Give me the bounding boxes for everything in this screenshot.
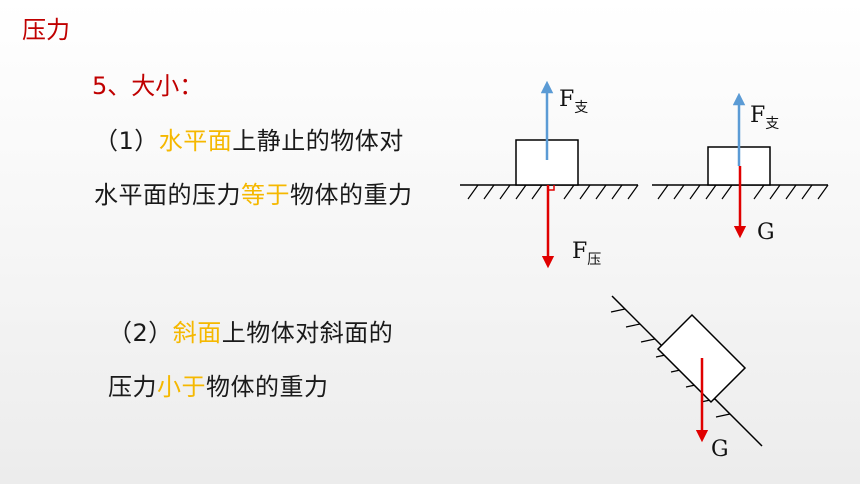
pressure-force-label: F压: [572, 239, 601, 268]
point-2-suffix: 物体的重力: [206, 373, 329, 401]
point-2-highlight-surface: 斜面: [172, 319, 222, 347]
point-1-mid: 上静止的物体对水平面的压力: [94, 127, 404, 209]
ground-hatching: [657, 184, 829, 200]
diagram-horizontal-pressure: F支 F压: [460, 80, 639, 269]
point-2-text: （2）斜面上物体对斜面的压力小于物体的重力: [108, 306, 408, 414]
point-1-suffix: 物体的重力: [290, 181, 413, 209]
support-force-label: F支: [559, 87, 588, 116]
section-heading: 5、大小：: [92, 72, 204, 100]
diagram-incline-gravity: G: [610, 295, 763, 462]
diagram-horizontal-gravity: F支 G: [652, 92, 829, 245]
point-1-highlight-relation: 等于: [241, 181, 290, 209]
point-2-prefix: （2）: [108, 319, 173, 347]
support-force-label: F支: [750, 103, 779, 132]
ground-hatching: [467, 184, 639, 200]
point-1-prefix: （1）: [94, 127, 159, 155]
gravity-label: G: [757, 220, 775, 245]
point-1-text: （1）水平面上静止的物体对水平面的压力等于物体的重力: [94, 114, 414, 222]
gravity-label: G: [711, 437, 729, 462]
point-2-highlight-relation: 小于: [157, 373, 206, 401]
point-1-highlight-surface: 水平面: [158, 127, 233, 155]
page-title: 压力: [22, 16, 70, 44]
right-angle-mark: [547, 185, 555, 191]
point-2-mid: 上物体对斜面的压力: [108, 319, 394, 401]
